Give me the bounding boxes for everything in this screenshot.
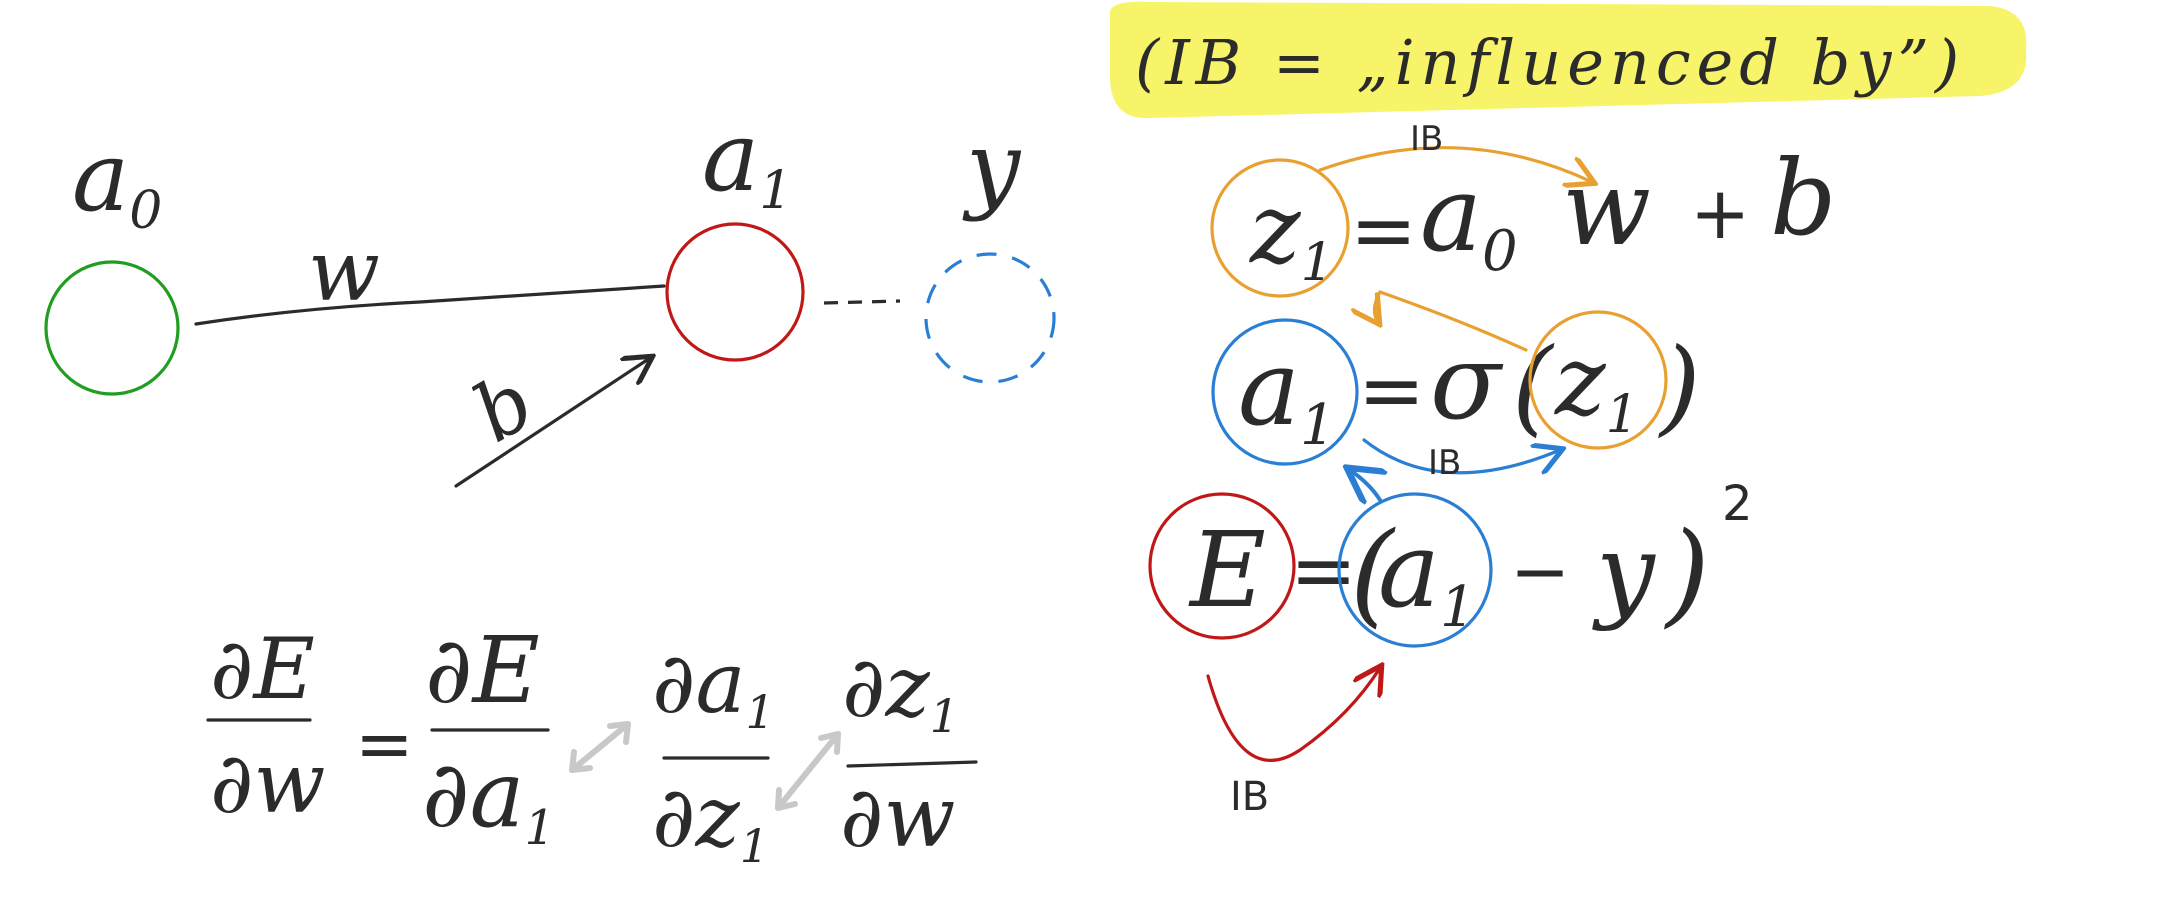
bias-arrow bbox=[454, 358, 650, 488]
a1-equals: = bbox=[1358, 344, 1425, 437]
bias-label: b bbox=[458, 354, 549, 460]
legend-text: (IB = „influenced by”) bbox=[1135, 26, 1965, 99]
z1-rhs-w: w bbox=[1562, 147, 1651, 269]
node-a0-label: a0 bbox=[72, 121, 162, 241]
ib-label-z1: IB bbox=[1410, 119, 1443, 159]
E-lhs: E bbox=[1188, 509, 1266, 631]
z1-plus: + bbox=[1690, 171, 1750, 255]
node-a1-label: a1 bbox=[702, 101, 792, 221]
ib-arrow-a1-up bbox=[1350, 470, 1380, 500]
chain-f2-numerator: ∂a1 bbox=[652, 634, 775, 739]
chain-f2-denominator: ∂z1 bbox=[652, 768, 769, 873]
ib-arrow-z1-to-w bbox=[1318, 146, 1592, 182]
chain-rule: ∂E ∂w = ∂E ∂a1 ∂a1 ∂z1 ∂z1 ∂w bbox=[206, 617, 978, 873]
E-y: y bbox=[1592, 511, 1656, 633]
weight-label: w bbox=[308, 222, 380, 320]
a1-sigma: σ bbox=[1430, 321, 1504, 443]
chain-f1-numerator: ∂E bbox=[425, 617, 540, 724]
chain-lhs-numerator: ∂E bbox=[210, 620, 315, 718]
ib-label-a1: IB bbox=[1428, 443, 1461, 483]
z1-lhs: z1 bbox=[1249, 173, 1334, 293]
equation-a1: a1 = σ ( z1 ) IB bbox=[1211, 290, 1701, 483]
weight-edge bbox=[194, 284, 666, 326]
equation-E: E = ( a1 − y ) 2 IB bbox=[1148, 470, 1753, 820]
E-exponent: 2 bbox=[1722, 476, 1753, 532]
z1-rhs-a0: a0 bbox=[1420, 153, 1518, 284]
a1-circle bbox=[1211, 318, 1359, 466]
chain-f3-fraction-bar bbox=[846, 760, 978, 768]
chain-f3-denominator: ∂w bbox=[840, 768, 955, 866]
a1-lhs: a1 bbox=[1238, 327, 1336, 458]
a1-close-paren: ) bbox=[1658, 325, 1701, 447]
E-minus: − bbox=[1510, 529, 1570, 613]
a1-z1: z1 bbox=[1554, 325, 1639, 445]
legend: (IB = „influenced by”) bbox=[1109, 1, 2027, 119]
chain-lhs-denominator: ∂w bbox=[210, 734, 325, 832]
z1-in-sigma-circle bbox=[1528, 310, 1668, 450]
output-connection bbox=[823, 299, 901, 305]
z1-rhs-b: b bbox=[1770, 137, 1837, 259]
node-y bbox=[924, 252, 1056, 384]
ib-arrow-a1-to-z1 bbox=[1362, 438, 1560, 473]
node-y-label: y bbox=[962, 111, 1022, 223]
ib-label-E: IB bbox=[1230, 774, 1269, 820]
E-close-paren: ) bbox=[1664, 509, 1710, 639]
ib-arrow-E-to-a1 bbox=[1206, 668, 1380, 762]
z1-circle bbox=[1210, 158, 1350, 298]
chain-f1-denominator: ∂a1 bbox=[422, 741, 555, 856]
network-diagram: a0 w a1 b y bbox=[44, 101, 1056, 488]
chain-f3-numerator: ∂z1 bbox=[842, 638, 959, 743]
ib-arrow-z1-to-z1 bbox=[1374, 290, 1528, 352]
E-open-paren: ( bbox=[1350, 509, 1396, 639]
link-arrow-f2-f3 bbox=[775, 731, 841, 811]
node-a1 bbox=[665, 222, 805, 362]
legend-highlight bbox=[1109, 1, 2027, 119]
link-arrow-f1-f2 bbox=[569, 721, 631, 773]
E-circle bbox=[1148, 492, 1296, 640]
a1-in-E-circle bbox=[1337, 492, 1493, 648]
z1-equals: = bbox=[1350, 184, 1417, 277]
E-a1: a1 bbox=[1378, 509, 1476, 640]
chain-equals: = bbox=[355, 703, 414, 785]
node-a0 bbox=[44, 260, 180, 396]
equation-z1: z1 = a0 w + b IB bbox=[1210, 119, 1837, 298]
